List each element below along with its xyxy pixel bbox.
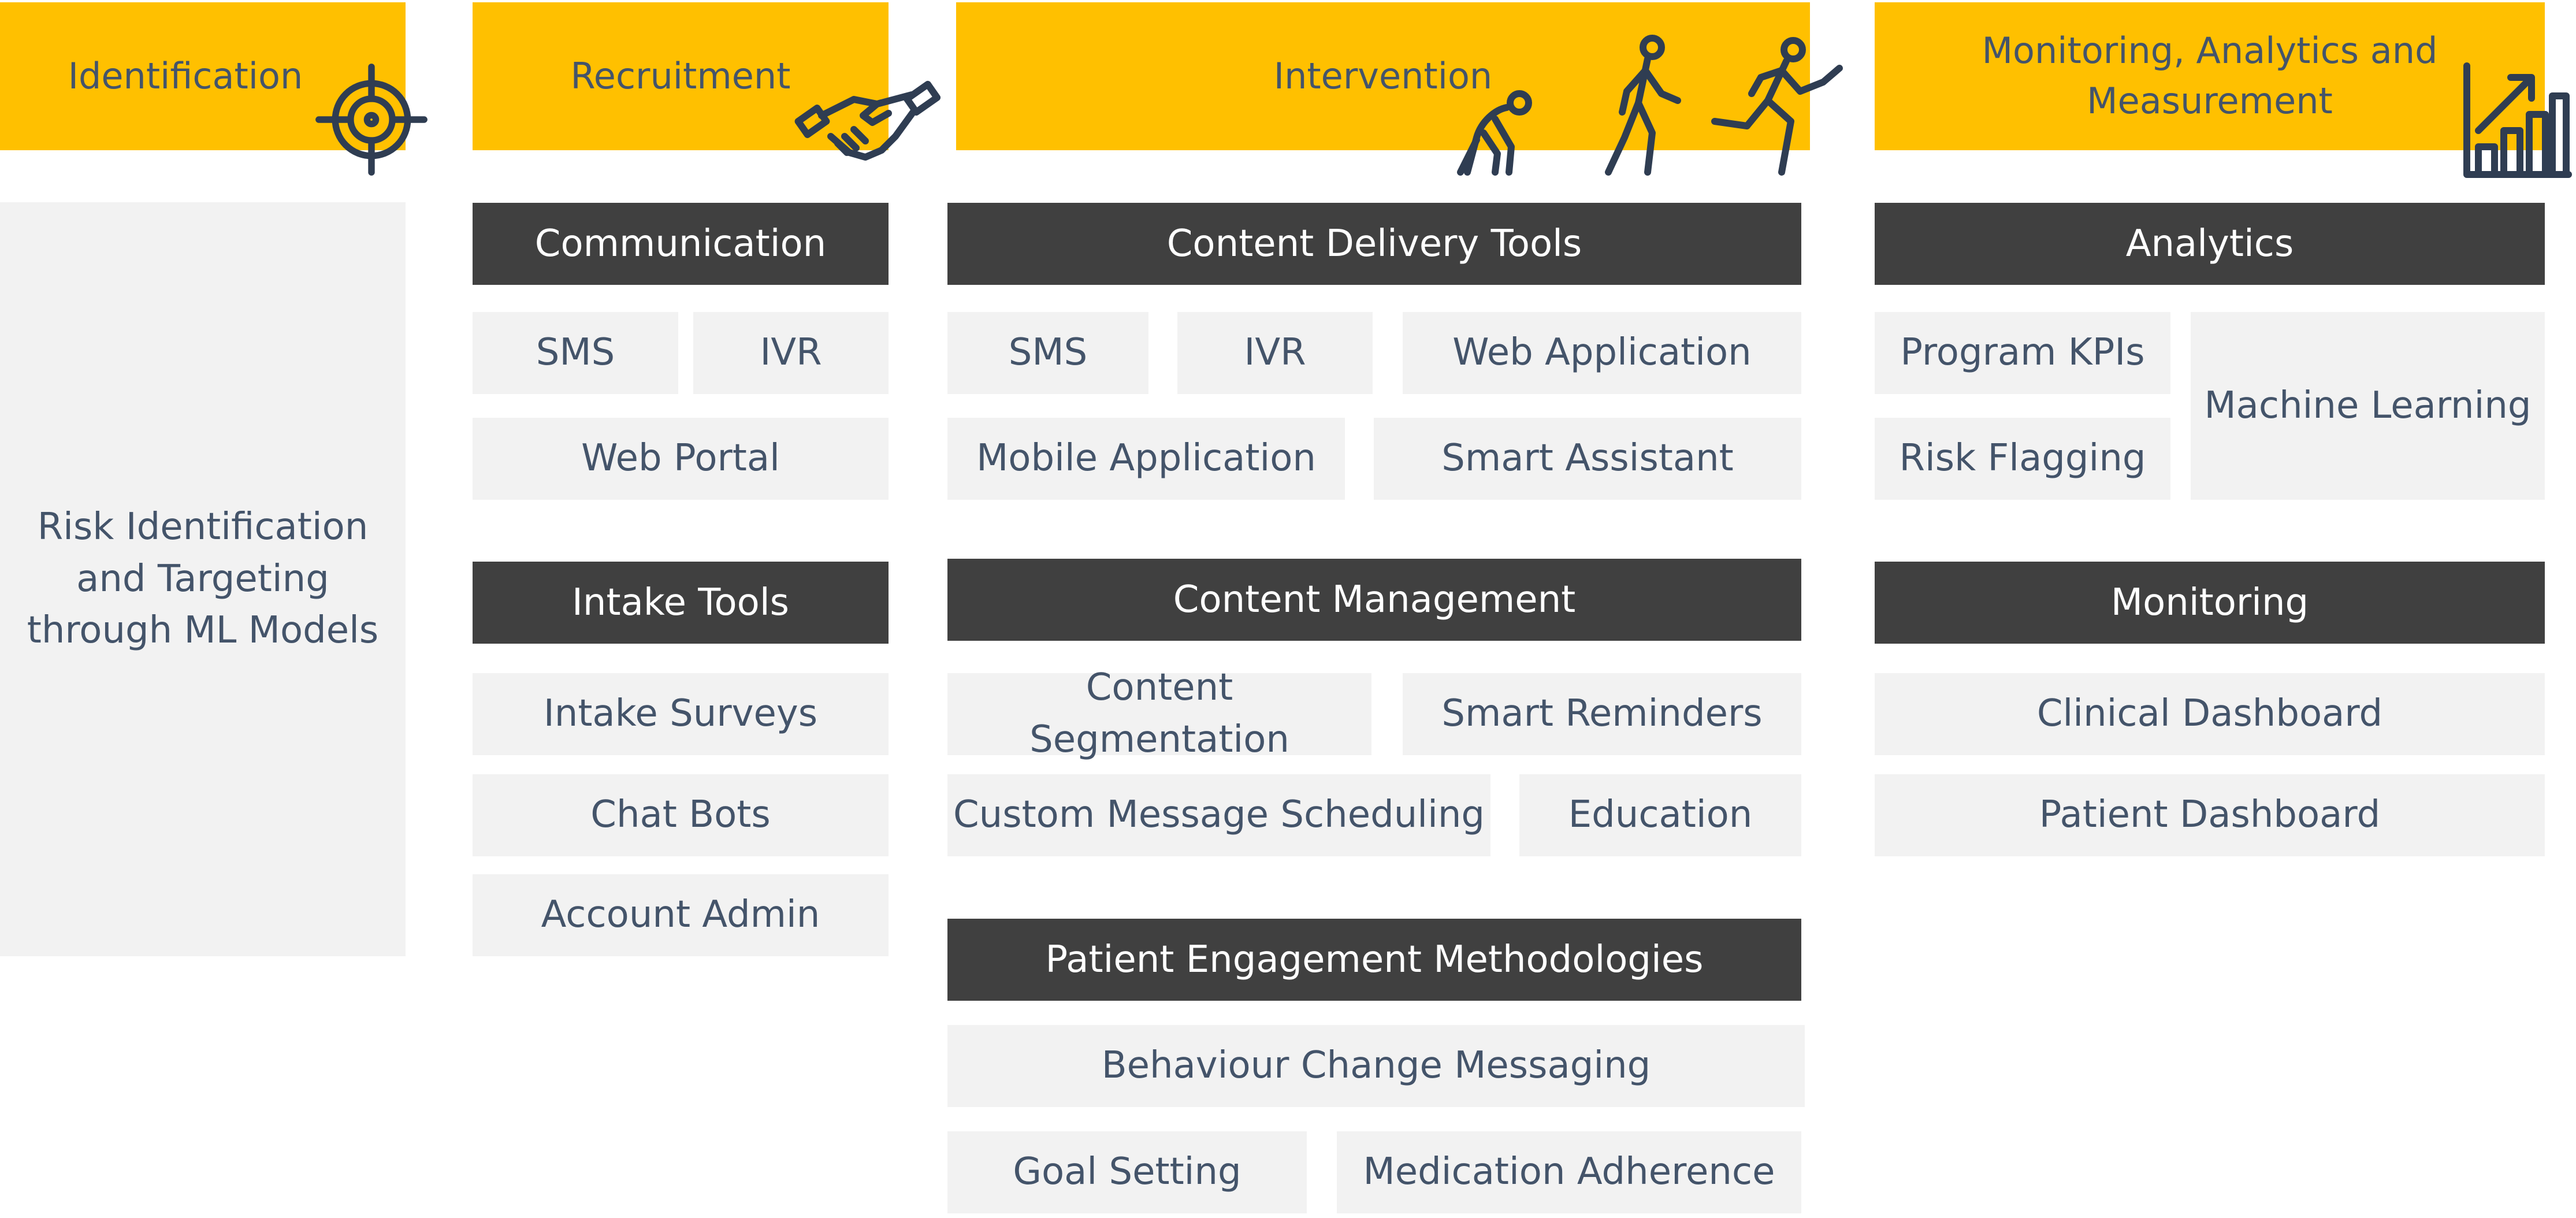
goal-setting-label: Goal Setting: [1013, 1150, 1241, 1194]
communication-header: Communication: [473, 203, 889, 285]
intake-surveys-box: Intake Surveys: [473, 673, 889, 755]
content-delivery-header: Content Delivery Tools: [947, 203, 1801, 285]
recruitment-header: Recruitment: [473, 2, 889, 150]
chat-bots-box: Chat Bots: [473, 774, 889, 856]
intake-surveys-label: Intake Surveys: [543, 692, 818, 736]
risk-flagging-label: Risk Flagging: [1899, 437, 2146, 480]
recruitment-header-label: Recruitment: [570, 54, 791, 97]
intake-tools-title: Intake Tools: [572, 581, 789, 624]
monitoring-title: Monitoring: [2110, 581, 2309, 624]
goal-setting-box: Goal Setting: [947, 1131, 1307, 1213]
monitoring-header: Monitoring: [1875, 562, 2545, 644]
clinical-dashboard-label: Clinical Dashboard: [2036, 692, 2383, 736]
behaviour-change-messaging-box: Behaviour Change Messaging: [947, 1025, 1805, 1107]
identification-header: Identification: [0, 2, 406, 150]
account-admin-box: Account Admin: [473, 874, 889, 956]
medication-adherence-label: Medication Adherence: [1363, 1150, 1775, 1194]
handshake-icon: [794, 80, 941, 173]
identification-header-label: Identification: [68, 54, 303, 97]
account-admin-label: Account Admin: [541, 893, 820, 937]
mobile-application-label: Mobile Application: [976, 437, 1316, 480]
target-icon: [315, 64, 428, 176]
smart-reminders-box: Smart Reminders: [1403, 673, 1801, 755]
intervention-sms-box: SMS: [947, 312, 1148, 394]
recruitment-ivr-label: IVR: [760, 331, 822, 374]
education-box: Education: [1519, 774, 1801, 856]
smart-reminders-label: Smart Reminders: [1441, 692, 1763, 736]
smart-assistant-box: Smart Assistant: [1374, 418, 1801, 500]
smart-assistant-label: Smart Assistant: [1441, 437, 1734, 480]
patient-engagement-title: Patient Engagement Methodologies: [1045, 938, 1704, 981]
content-delivery-title: Content Delivery Tools: [1166, 222, 1582, 265]
recruitment-sms-label: SMS: [536, 331, 615, 374]
program-kpis-label: Program KPIs: [1900, 331, 2145, 374]
bar-chart-growth-icon: [2462, 62, 2572, 179]
intervention-header: Intervention: [956, 2, 1810, 150]
monitoring-analytics-header: Monitoring, Analytics and Measurement: [1875, 2, 2545, 150]
risk-identification-panel: Risk Identification and Targeting throug…: [0, 202, 406, 956]
analytics-header: Analytics: [1875, 203, 2545, 285]
web-application-box: Web Application: [1403, 312, 1801, 394]
intervention-ivr-label: IVR: [1244, 331, 1306, 374]
analytics-title: Analytics: [2125, 222, 2294, 265]
machine-learning-label: Machine Learning: [2204, 384, 2532, 427]
monitoring-analytics-header-label: Monitoring, Analytics and Measurement: [1982, 29, 2438, 122]
education-label: Education: [1568, 793, 1753, 837]
clinical-dashboard-box: Clinical Dashboard: [1875, 673, 2545, 755]
chat-bots-label: Chat Bots: [590, 793, 771, 837]
risk-flagging-box: Risk Flagging: [1875, 418, 2170, 500]
recruitment-ivr-box: IVR: [693, 312, 889, 394]
content-management-title: Content Management: [1173, 578, 1576, 621]
machine-learning-box: Machine Learning: [2191, 312, 2545, 500]
risk-identification-text: Risk Identification and Targeting throug…: [27, 506, 379, 652]
content-management-header: Content Management: [947, 559, 1801, 641]
patient-engagement-header: Patient Engagement Methodologies: [947, 919, 1801, 1001]
intake-tools-header: Intake Tools: [473, 562, 889, 644]
communication-title: Communication: [534, 222, 827, 265]
intervention-header-label: Intervention: [1273, 54, 1493, 97]
content-segmentation-label: Content Segmentation: [1029, 666, 1289, 761]
medication-adherence-box: Medication Adherence: [1337, 1131, 1801, 1213]
crawl-walk-run-icon: [1456, 35, 1849, 179]
custom-message-scheduling-box: Custom Message Scheduling: [947, 774, 1490, 856]
web-portal-box: Web Portal: [473, 418, 889, 500]
web-application-label: Web Application: [1452, 331, 1752, 374]
intervention-ivr-box: IVR: [1177, 312, 1373, 394]
program-kpis-box: Program KPIs: [1875, 312, 2170, 394]
custom-message-scheduling-label: Custom Message Scheduling: [953, 793, 1485, 837]
web-portal-label: Web Portal: [581, 437, 780, 480]
content-segmentation-box: Content Segmentation: [947, 666, 1371, 761]
patient-dashboard-box: Patient Dashboard: [1875, 774, 2545, 856]
behaviour-change-messaging-label: Behaviour Change Messaging: [1101, 1044, 1651, 1087]
recruitment-sms-box: SMS: [473, 312, 678, 394]
intervention-sms-label: SMS: [1008, 331, 1088, 374]
patient-dashboard-label: Patient Dashboard: [2039, 793, 2381, 837]
mobile-application-box: Mobile Application: [947, 418, 1345, 500]
